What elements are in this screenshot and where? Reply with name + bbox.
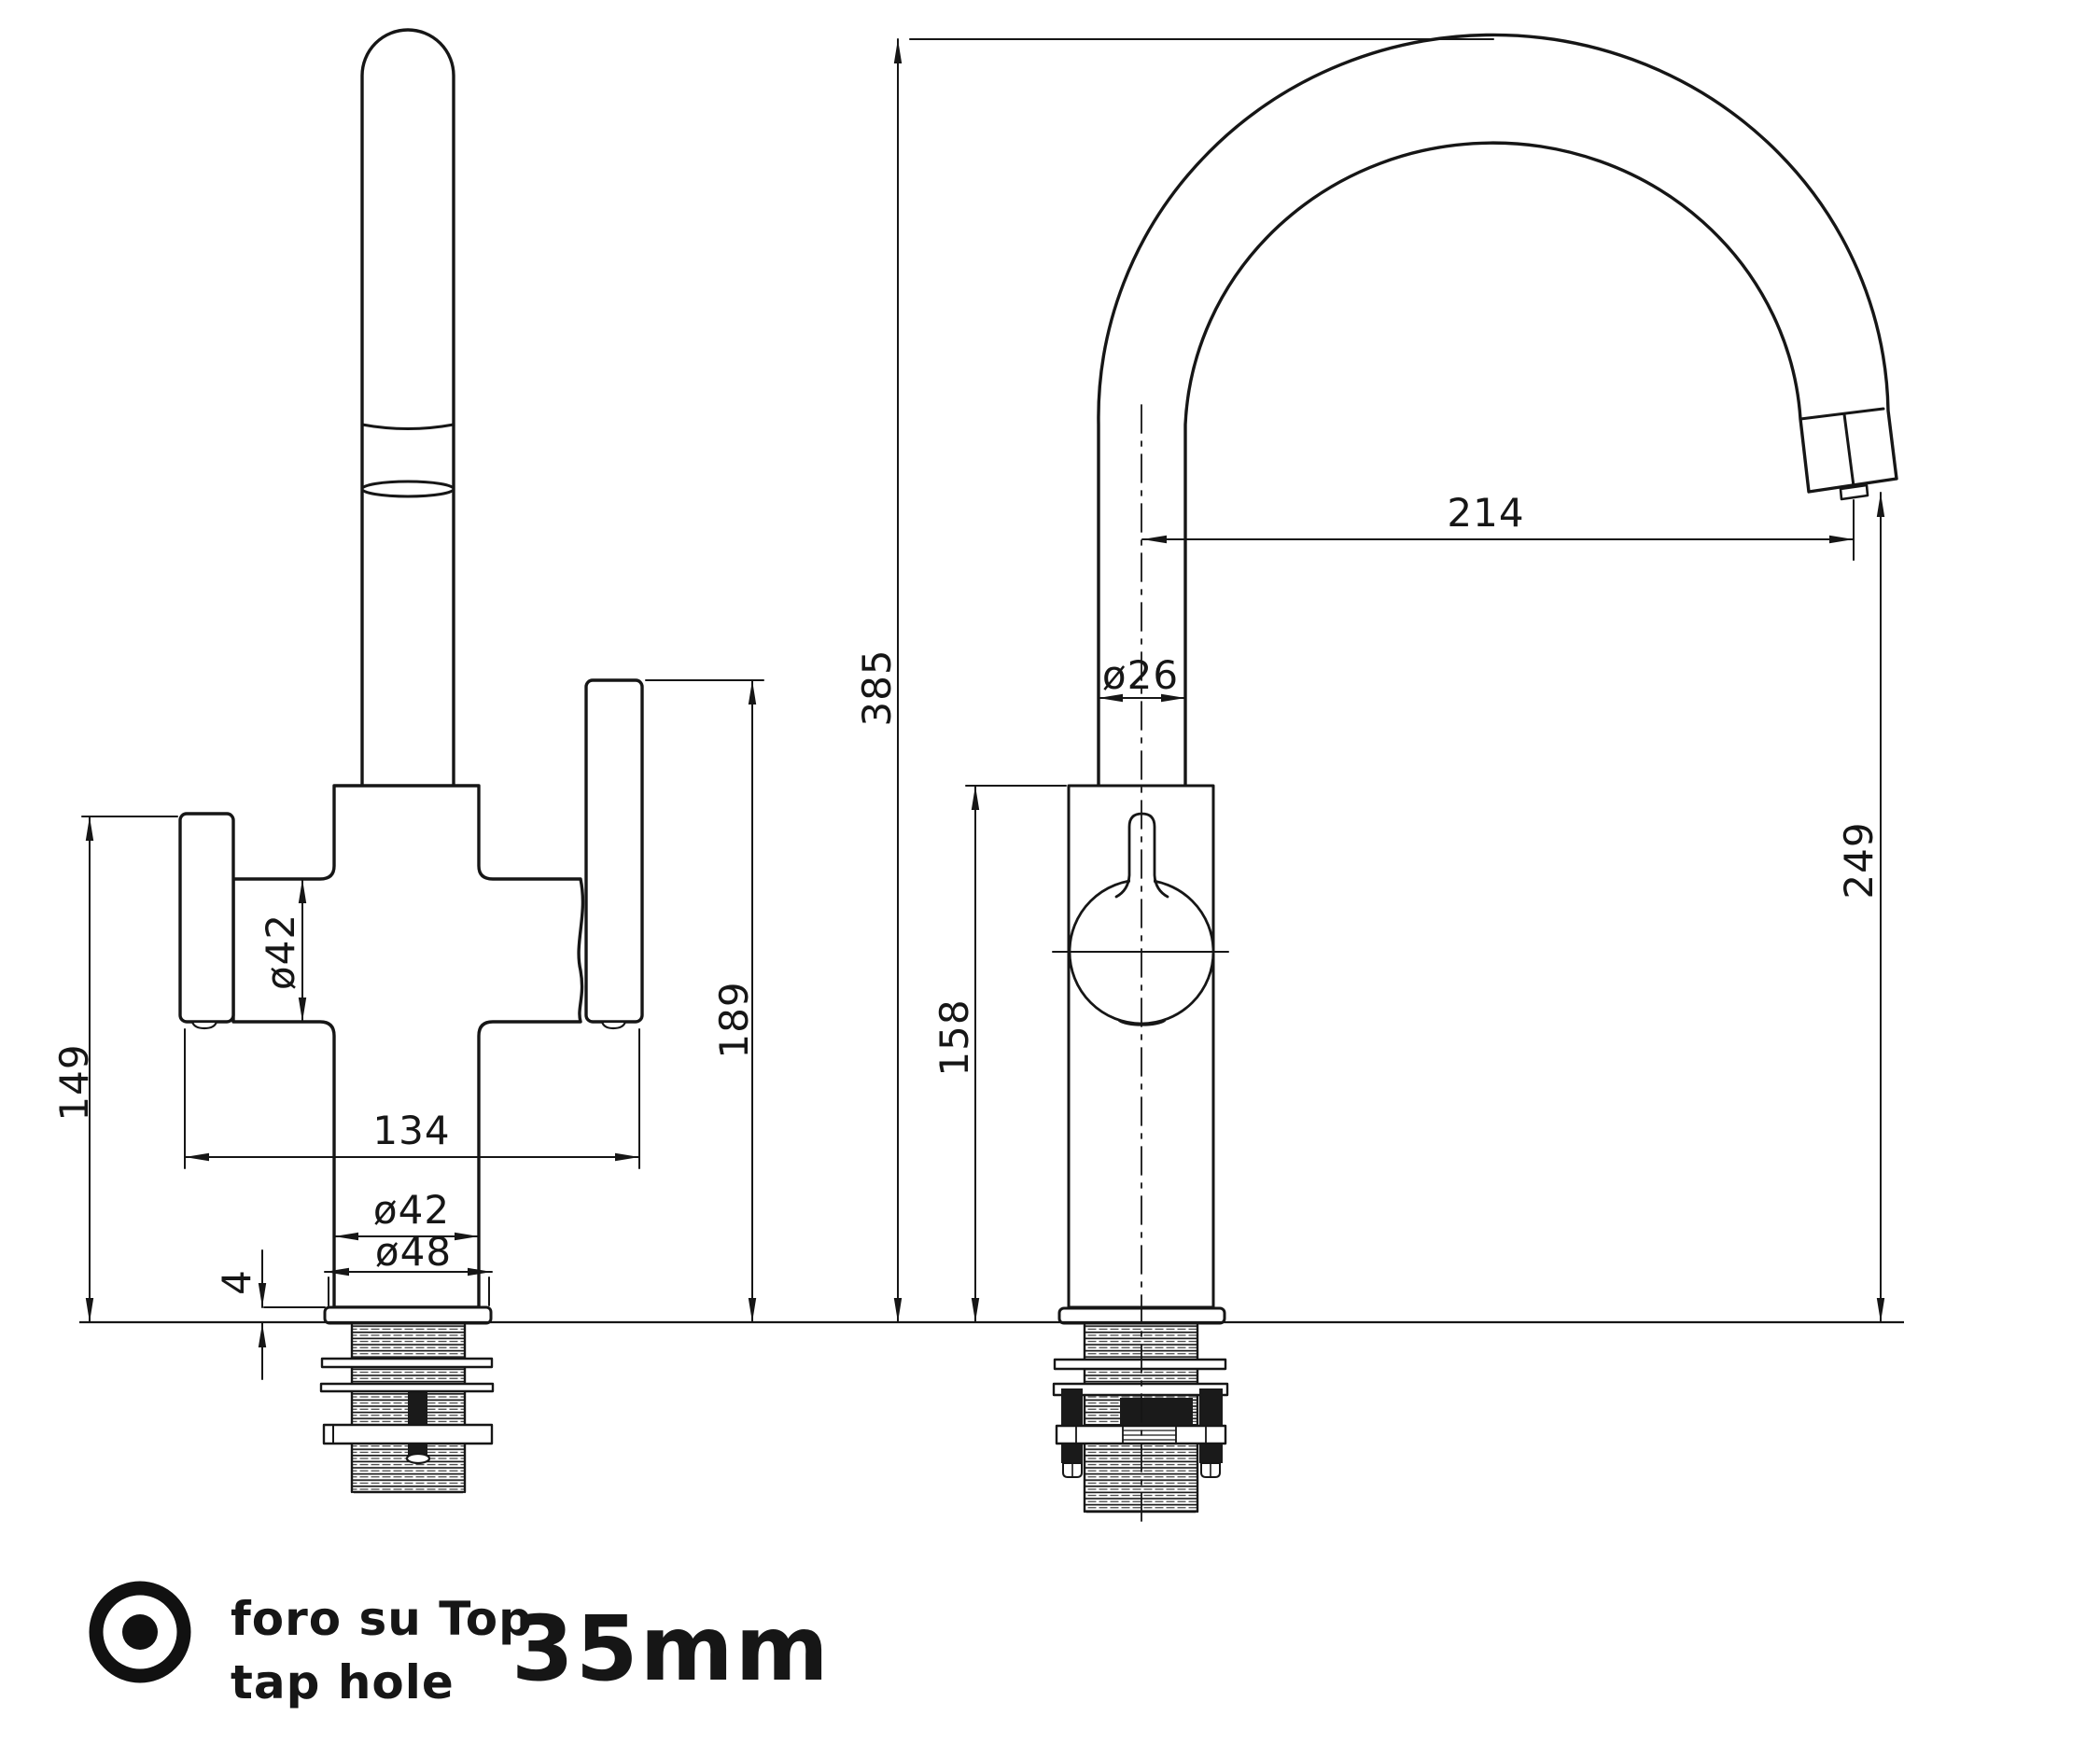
front-view: 149 134 ø42 ø42 ø48 4 189 [51,28,764,1494]
side-view-dimensions [893,38,1885,1323]
spout-arc [1097,33,1898,788]
dim-body-diameter-label: ø42 [373,1187,450,1233]
dim-spout-reach-label: 214 [1447,490,1524,536]
spout-tube-band-ellipse [360,480,455,498]
front-view-dimensions [81,679,764,1380]
dim-flange-diameter-label: ø48 [375,1229,452,1275]
left-handle-end-cap [190,1020,218,1030]
dim-width-label: 134 [372,1108,450,1153]
tap-hole-icon [89,1581,191,1683]
left-handle-lever [178,812,235,1024]
aerator-tip [1839,483,1869,501]
legend-hole-size: 35mm [511,1597,831,1701]
spout-tube-band-line [360,423,455,430]
side-lock-washer-1 [1053,1358,1227,1371]
shank-slot-lower [408,1444,427,1455]
lock-washer-2 [319,1382,495,1393]
spout-outlet-seam-2 [1842,412,1855,488]
base-flange [323,1305,493,1325]
shank-slot-upper [408,1392,427,1425]
dim-flange-thickness-label: 4 [214,1269,259,1295]
right-handle-lever [584,678,644,1024]
legend-label-english: tap hole [231,1655,455,1709]
spout-outlet-seam-1 [1799,407,1885,421]
dim-height-right-label: 189 [711,981,757,1058]
side-view: 385 158 ø26 214 249 [854,33,1898,1522]
thread-shank [319,1323,495,1494]
dim-arm-diameter-label: ø42 [258,914,303,990]
legend: foro su Top tap hole 35mm [89,1581,831,1709]
shank-hole [405,1452,431,1465]
dim-height-left-label: 149 [51,1043,97,1121]
dim-outlet-height-label: 249 [1836,821,1882,899]
dim-body-height-label: 158 [931,998,977,1076]
mounting-nut [322,1423,494,1445]
spout-tube [360,28,455,788]
side-lock-washer-2 [1052,1382,1229,1397]
dim-overall-height-label: 385 [854,649,900,726]
lock-washer-1 [320,1357,494,1369]
right-handle-end-cap [600,1020,627,1030]
dim-tube-diameter-label: ø26 [1102,652,1179,698]
legend-label-italian: foro su Top [231,1592,533,1646]
